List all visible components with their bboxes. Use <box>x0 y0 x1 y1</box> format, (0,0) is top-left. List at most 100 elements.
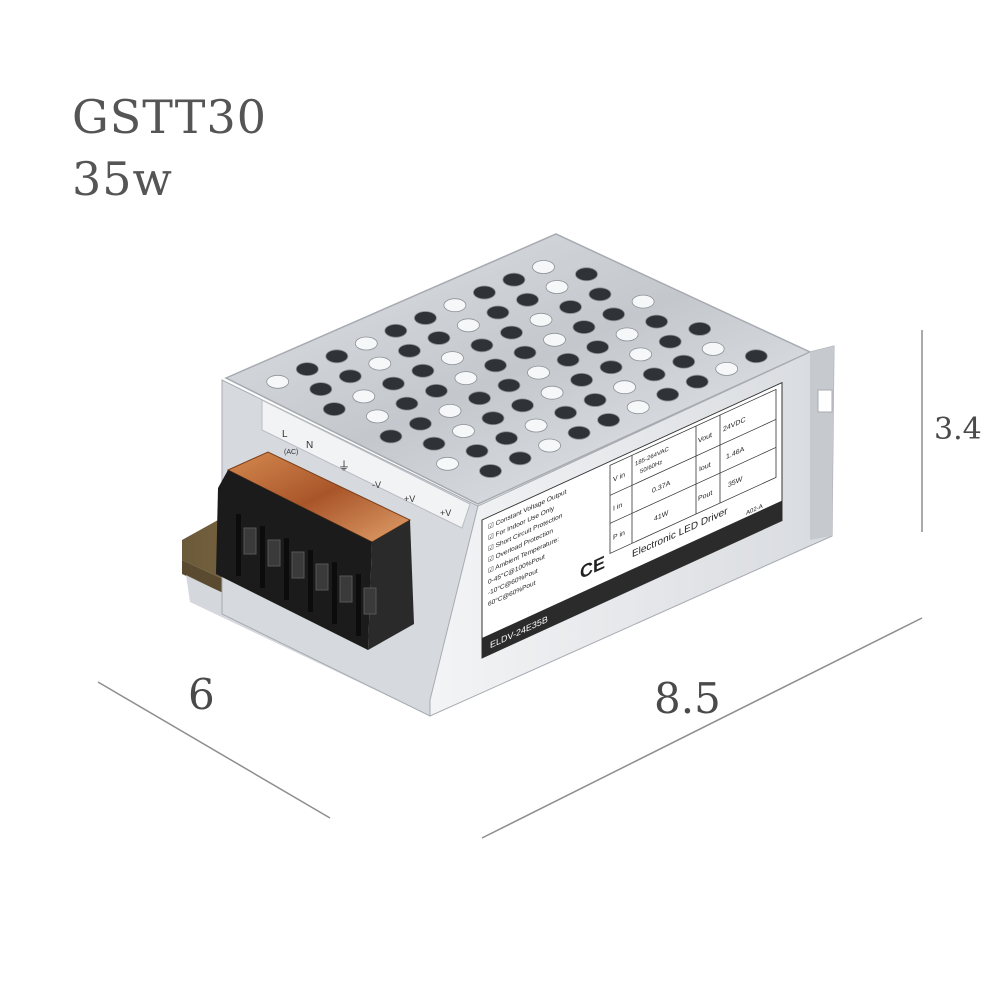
terminal-screw <box>315 563 329 591</box>
terminal-label-pos: +V <box>404 494 415 504</box>
ventilation-holes <box>266 260 768 478</box>
length-dimension: 8.5 <box>654 674 721 723</box>
vent-hole <box>631 294 655 309</box>
vent-hole <box>397 343 421 358</box>
vent-hole <box>567 425 591 440</box>
terminal-label-ac: (AC) <box>284 449 298 456</box>
length-dimension-line <box>481 617 923 839</box>
terminal-label-pos2: +V <box>440 508 451 518</box>
vent-hole <box>656 387 680 402</box>
vent-hole <box>497 378 521 393</box>
vent-hole <box>325 349 349 364</box>
vent-hole <box>556 352 580 367</box>
vent-hole <box>436 456 459 471</box>
vent-hole <box>495 431 518 446</box>
vent-hole <box>472 285 496 300</box>
terminal-screw <box>291 551 305 579</box>
vent-hole <box>354 336 378 351</box>
vent-hole <box>583 393 607 407</box>
vent-hole <box>486 305 510 320</box>
vent-hole <box>588 287 612 302</box>
terminal-separator <box>284 538 289 600</box>
vent-hole <box>554 405 577 420</box>
vent-hole <box>424 383 448 398</box>
vent-hole <box>516 292 539 307</box>
terminal-label-n: N <box>306 440 313 451</box>
vent-hole <box>559 300 582 314</box>
vent-hole <box>744 349 768 364</box>
vent-hole <box>613 380 636 395</box>
terminal-label-l: L <box>282 429 288 440</box>
vent-hole <box>427 331 451 345</box>
vent-hole <box>672 354 696 369</box>
vent-hole <box>545 280 569 294</box>
vent-hole <box>645 314 668 329</box>
terminal-screw <box>267 539 281 567</box>
vent-hole <box>524 418 548 433</box>
width-dimension: 6 <box>188 670 215 719</box>
vent-hole <box>456 318 480 333</box>
vent-hole <box>685 374 709 389</box>
vent-hole <box>438 403 462 418</box>
vent-hole <box>465 444 489 458</box>
vent-hole <box>602 307 625 322</box>
vent-hole <box>454 371 478 386</box>
vent-hole <box>368 356 392 371</box>
power-rating: 35w <box>72 152 173 206</box>
vent-hole <box>413 311 437 325</box>
height-dimension: 3.4 <box>934 412 982 447</box>
vent-hole <box>322 402 346 417</box>
spec-pin-label: P in <box>613 528 625 542</box>
vent-hole <box>599 360 623 375</box>
vent-hole <box>381 376 405 391</box>
terminal-separator <box>236 514 241 576</box>
vent-hole <box>502 272 526 287</box>
vent-hole <box>500 325 523 340</box>
vent-hole <box>543 332 566 347</box>
vent-hole <box>484 358 507 373</box>
spec-iout-label: Iout <box>699 460 711 474</box>
vent-hole <box>468 391 491 406</box>
vent-hole <box>508 451 532 466</box>
product-title-block: GSTT30 35w <box>72 86 267 210</box>
vent-hole <box>597 413 620 427</box>
terminal-separator <box>332 562 337 624</box>
vent-hole <box>715 361 739 376</box>
vent-hole <box>295 362 319 377</box>
vent-hole <box>408 416 432 431</box>
vent-hole <box>570 372 593 387</box>
vent-hole <box>384 323 408 338</box>
vent-hole <box>379 429 403 444</box>
vent-hole <box>395 396 419 411</box>
vent-hole <box>266 374 290 389</box>
terminal-screw <box>363 587 377 615</box>
vent-hole <box>365 409 389 424</box>
model-name: GSTT30 <box>72 90 268 144</box>
vent-hole <box>688 321 712 336</box>
vent-hole <box>626 400 650 415</box>
vent-hole <box>642 367 666 382</box>
vent-hole <box>586 340 609 355</box>
vent-hole <box>309 382 333 397</box>
vent-hole <box>338 369 362 384</box>
vent-hole <box>511 398 534 413</box>
vent-hole <box>452 424 475 438</box>
vent-hole <box>538 438 561 453</box>
vent-hole <box>352 389 376 404</box>
vent-hole <box>532 260 555 274</box>
terminal-separator <box>260 526 265 588</box>
terminal-screw <box>339 575 353 603</box>
terminal-block <box>216 470 414 650</box>
vent-hole <box>572 320 596 335</box>
width-dimension-line <box>97 681 331 819</box>
vent-hole <box>629 347 652 362</box>
vent-hole <box>440 351 464 366</box>
terminal-separator <box>308 550 313 612</box>
terminal-screw <box>243 527 257 555</box>
terminal-labels: L N (AC) ⏚ -V +V +V <box>282 429 451 518</box>
vent-hole <box>658 334 682 349</box>
vent-hole <box>470 338 494 353</box>
vent-hole <box>540 385 564 400</box>
vent-hole <box>481 411 505 426</box>
